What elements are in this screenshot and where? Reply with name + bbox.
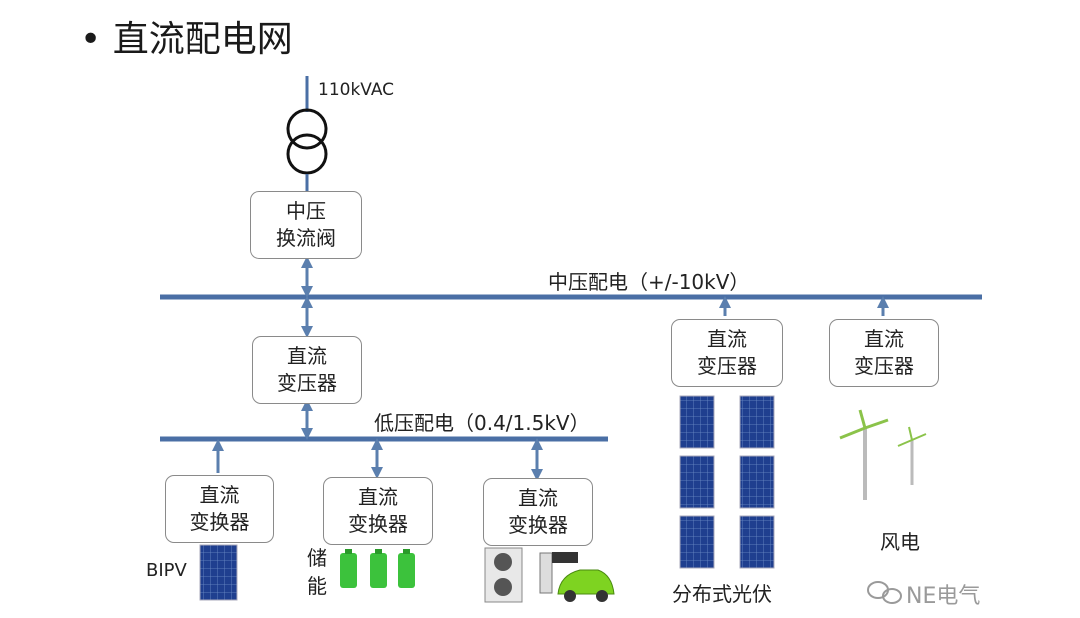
mv-bus-label: 中压配电（+/-10kV） — [548, 270, 750, 294]
converter-storage-line2: 变换器 — [348, 512, 408, 536]
wechat-icon — [867, 581, 902, 604]
watermark: NE电气 — [906, 584, 981, 609]
storage-label: 储 能 — [306, 544, 328, 600]
storage-label-2: 能 — [307, 574, 327, 598]
transformer-icon — [286, 108, 328, 175]
solar-panel-icon — [679, 395, 775, 569]
converter-bipv-line2: 变换器 — [189, 510, 250, 534]
converter-bipv-line1: 直流 — [199, 483, 240, 507]
battery-icon — [340, 549, 415, 588]
title-text: 直流配电网 — [112, 19, 293, 60]
converter-storage-line1: 直流 — [358, 485, 398, 509]
bipv-label: BIPV — [146, 560, 187, 581]
converter-load: 直流 变换器 — [483, 478, 593, 546]
converter-bipv: 直流 变换器 — [165, 475, 274, 543]
dc-transformer-pv-line2: 变压器 — [697, 354, 757, 378]
page-title: • 直流配电网 — [80, 10, 293, 62]
dc-transformer-center: 直流 变压器 — [252, 336, 362, 404]
lv-bus-label: 低压配电（0.4/1.5kV） — [374, 411, 590, 435]
converter-load-line1: 直流 — [518, 486, 558, 510]
distributed-pv-label: 分布式光伏 — [672, 582, 772, 606]
mv-converter-box: 中压 换流阀 — [250, 191, 362, 259]
dc-transformer-wind-line1: 直流 — [864, 327, 904, 351]
dc-transformer-wind-line2: 变压器 — [854, 354, 914, 378]
mv-converter-line2: 换流阀 — [276, 226, 336, 250]
storage-label-1: 储 — [307, 546, 327, 570]
charger-icon — [539, 552, 578, 594]
wind-label: 风电 — [880, 530, 920, 554]
solar-panel-icon — [199, 544, 238, 601]
dc-transformer-wind: 直流 变压器 — [829, 319, 939, 387]
dc-transformer-center-line1: 直流 — [287, 344, 327, 368]
dc-transformer-pv-line1: 直流 — [707, 327, 747, 351]
converter-storage: 直流 变换器 — [323, 477, 433, 545]
converter-load-line2: 变换器 — [508, 513, 568, 537]
dc-transformer-center-line2: 变压器 — [277, 371, 337, 395]
source-label: 110kVAC — [318, 80, 395, 100]
electric-car-icon — [557, 569, 615, 602]
bullet: • — [80, 19, 102, 60]
ac-unit-icon — [484, 547, 523, 603]
mv-converter-line1: 中压 — [286, 199, 326, 223]
wind-turbine-icon — [839, 409, 927, 500]
dc-transformer-pv: 直流 变压器 — [671, 319, 783, 387]
